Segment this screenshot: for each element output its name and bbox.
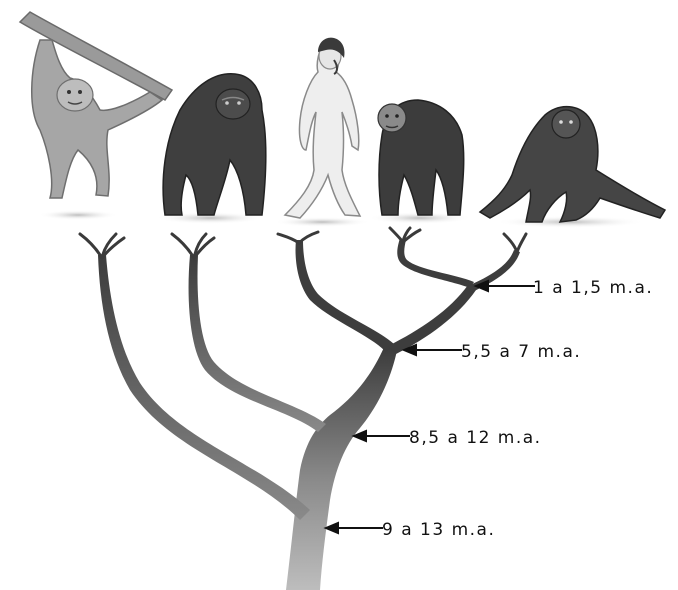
label-divergence-3: 8,5 a 12 m.a. bbox=[409, 428, 542, 448]
branch-chimpanzee bbox=[397, 238, 474, 288]
tree-trunk bbox=[286, 345, 398, 590]
bonobo-icon bbox=[480, 107, 665, 222]
label-divergence-2: 5,5 a 7 m.a. bbox=[461, 342, 581, 362]
gorilla-icon bbox=[163, 74, 266, 215]
ground-shadows bbox=[38, 210, 645, 228]
branch-orangutan bbox=[98, 255, 310, 520]
human-icon bbox=[285, 38, 360, 218]
orangutan-icon bbox=[20, 12, 172, 198]
label-divergence-4: 9 a 13 m.a. bbox=[382, 520, 495, 540]
branch-human bbox=[296, 240, 394, 352]
label-divergence-1: 1 a 1,5 m.a. bbox=[533, 278, 653, 298]
chimpanzee-icon bbox=[378, 100, 464, 215]
